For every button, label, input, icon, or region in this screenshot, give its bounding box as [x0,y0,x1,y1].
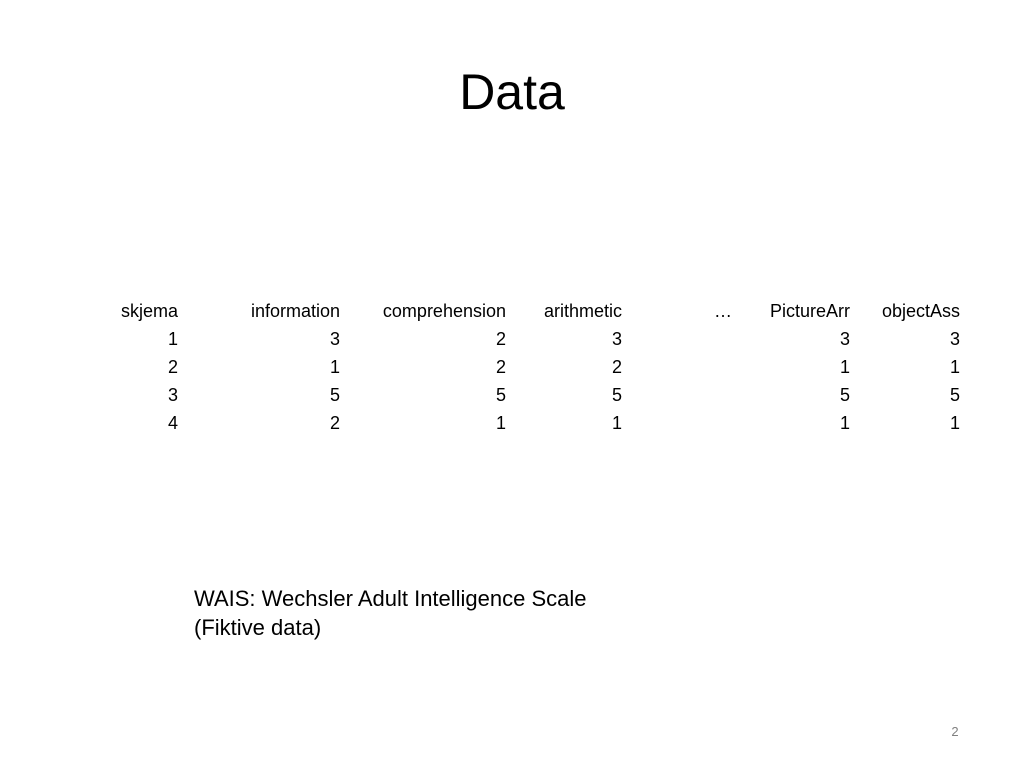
table-cell: 1 [611,412,622,433]
table-cell: 1 [839,412,850,433]
table-row: 1 3 2 3 3 3 [100,325,966,353]
table-cell: 1 [495,412,506,433]
page-number: 2 [951,724,959,739]
column-header-arithmetic: arithmetic [543,300,622,321]
table-cell: 3 [167,384,178,405]
column-header-picturearr: PictureArr [769,300,850,321]
table-cell [628,409,738,437]
table-cell: 2 [167,356,178,377]
table-row: 4 2 1 1 1 1 [100,409,966,437]
table-cell [628,353,738,381]
table-row: 3 5 5 5 5 5 [100,381,966,409]
table-cell: 3 [839,328,850,349]
caption-line-note: (Fiktive data) [194,615,322,640]
table-cell: 1 [949,412,960,433]
table-cell: 5 [949,384,960,405]
caption: WAIS: Wechsler Adult Intelligence Scale … [194,584,587,642]
table-cell: 5 [839,384,850,405]
table-cell: 3 [611,328,622,349]
table-cell: 1 [167,328,178,349]
table-cell: 2 [495,356,506,377]
table-cell: 1 [949,356,960,377]
slide-title: Data [459,64,565,120]
table-cell: 5 [329,384,340,405]
table-cell: 1 [839,356,850,377]
column-header-skjema: skjema [120,300,178,321]
table-cell: 5 [495,384,506,405]
table-cell: 1 [329,356,340,377]
table-cell [628,381,738,409]
table-cell: 5 [611,384,622,405]
column-header-objectass: objectAss [881,300,960,321]
caption-line-title: WAIS: Wechsler Adult Intelligence Scale [194,586,587,611]
table-cell: 2 [611,356,622,377]
column-header-ellipsis: … [714,300,732,321]
table-cell: 3 [949,328,960,349]
table-cell [628,325,738,353]
table-cell: 3 [329,328,340,349]
data-table: skjema information comprehension arithme… [100,297,966,437]
table-cell: 2 [329,412,340,433]
column-header-information: information [250,300,340,321]
table-row: 2 1 2 2 1 1 [100,353,966,381]
table-cell: 4 [167,412,178,433]
column-header-comprehension: comprehension [382,300,506,321]
table-cell: 2 [495,328,506,349]
table-header-row: skjema information comprehension arithme… [100,297,966,325]
